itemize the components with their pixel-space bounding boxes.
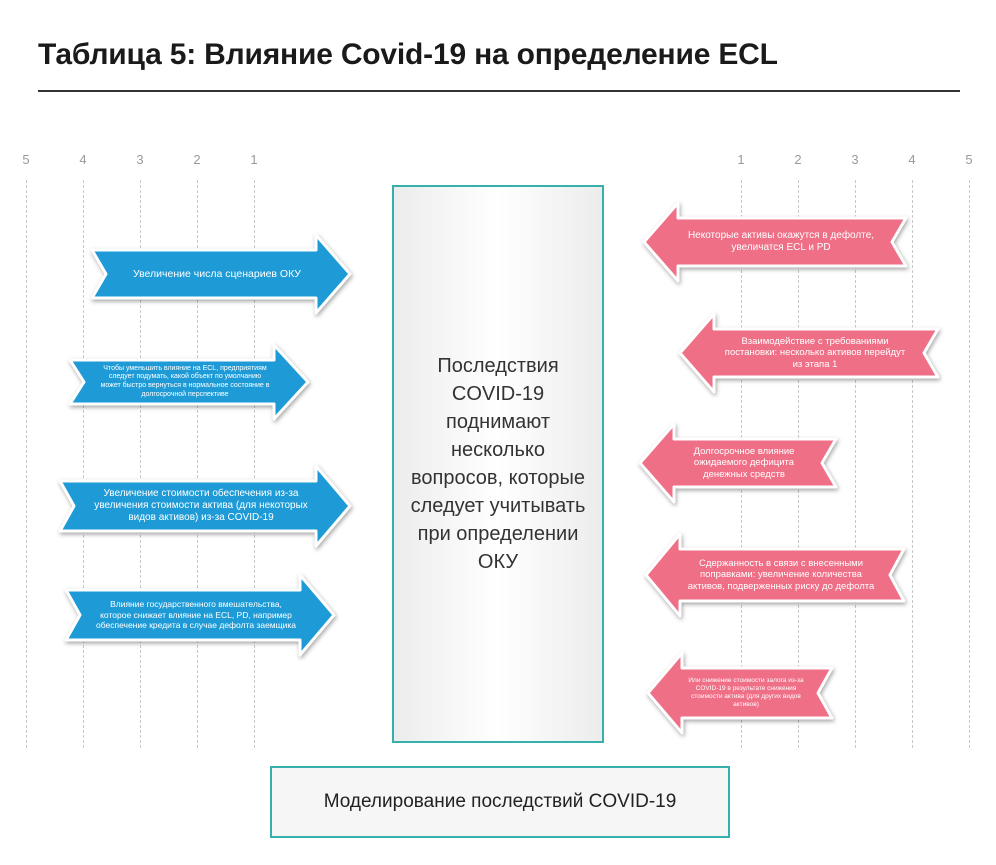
scale-tick-right: 2	[794, 152, 802, 167]
arrow-polygon	[646, 651, 834, 735]
grid-line	[83, 180, 84, 748]
blue-arrow-shape	[68, 343, 310, 421]
left-arrow-text: Влияние государственного вмешательства, …	[96, 599, 297, 631]
grid-line	[26, 180, 27, 748]
scale-tick-right: 5	[965, 152, 973, 167]
arrow-polygon	[58, 464, 352, 548]
left-arrow: Чтобы уменьшить влияние на ECL, предприя…	[68, 343, 310, 421]
pink-arrow-shape	[644, 532, 906, 618]
scale-tick-right: 3	[851, 152, 859, 167]
right-arrow-text: Взаимодействие с требованиями постановки…	[724, 335, 906, 370]
pink-arrow-shape	[642, 201, 908, 283]
scale-tick-left: 4	[79, 152, 87, 167]
scale-tick-right: 4	[908, 152, 916, 167]
right-arrow: Взаимодействие с требованиями постановки…	[678, 312, 940, 394]
right-arrow-text: Долгосрочное влияние ожидаемого дефицита…	[693, 445, 795, 480]
arrow-polygon	[644, 532, 906, 618]
right-arrow-text: Или снижение стоимости залога из-за COVI…	[688, 677, 804, 708]
center-box-text: Последствия COVID-19 поднимают несколько…	[410, 355, 586, 573]
blue-arrow-shape	[58, 464, 352, 548]
scale-tick-left: 3	[136, 152, 144, 167]
pink-arrow-shape	[638, 422, 838, 504]
scale-tick-right: 1	[737, 152, 745, 167]
grid-line	[855, 180, 856, 748]
arrow-polygon	[64, 573, 336, 657]
right-arrow: Сдержанность в связи с внесенными поправ…	[644, 532, 906, 618]
arrow-polygon	[638, 422, 838, 504]
scale-tick-left: 5	[22, 152, 30, 167]
title-underline	[38, 90, 960, 92]
grid-line	[969, 180, 970, 748]
arrow-polygon	[642, 201, 908, 283]
pink-arrow-shape	[646, 651, 834, 735]
blue-arrow-shape	[90, 233, 352, 315]
left-arrow-text: Чтобы уменьшить влияние на ECL, предприя…	[100, 364, 270, 398]
left-arrow: Увеличение числа сценариев ОКУ	[90, 233, 352, 315]
grid-line	[197, 180, 198, 748]
right-arrow: Или снижение стоимости залога из-за COVI…	[646, 651, 834, 735]
left-arrow: Увеличение стоимости обеспечения из-за у…	[58, 464, 352, 548]
left-arrow-text: Увеличение стоимости обеспечения из-за у…	[94, 487, 308, 524]
grid-line	[254, 180, 255, 748]
right-arrow: Некоторые активы окажутся в дефолте, уве…	[642, 201, 908, 283]
scale-tick-left: 1	[250, 152, 258, 167]
left-arrow-text: Увеличение числа сценариев ОКУ	[133, 267, 301, 280]
left-arrow: Влияние государственного вмешательства, …	[64, 573, 336, 657]
right-arrow-text: Сдержанность в связи с внесенными поправ…	[687, 557, 875, 592]
bottom-label-box: Моделирование последствий COVID-19	[270, 766, 730, 838]
grid-line	[140, 180, 141, 748]
pink-arrow-shape	[678, 312, 940, 394]
scale-tick-left: 2	[193, 152, 201, 167]
grid-line	[912, 180, 913, 748]
page-title: Таблица 5: Влияние Covid-19 на определен…	[38, 38, 778, 71]
blue-arrow-shape	[64, 573, 336, 657]
center-box: Последствия COVID-19 поднимают несколько…	[392, 185, 604, 743]
arrow-polygon	[90, 233, 352, 315]
right-arrow-text: Некоторые активы окажутся в дефолте, уве…	[687, 229, 875, 253]
arrow-polygon	[68, 343, 310, 421]
arrow-polygon	[678, 312, 940, 394]
right-arrow: Долгосрочное влияние ожидаемого дефицита…	[638, 422, 838, 504]
